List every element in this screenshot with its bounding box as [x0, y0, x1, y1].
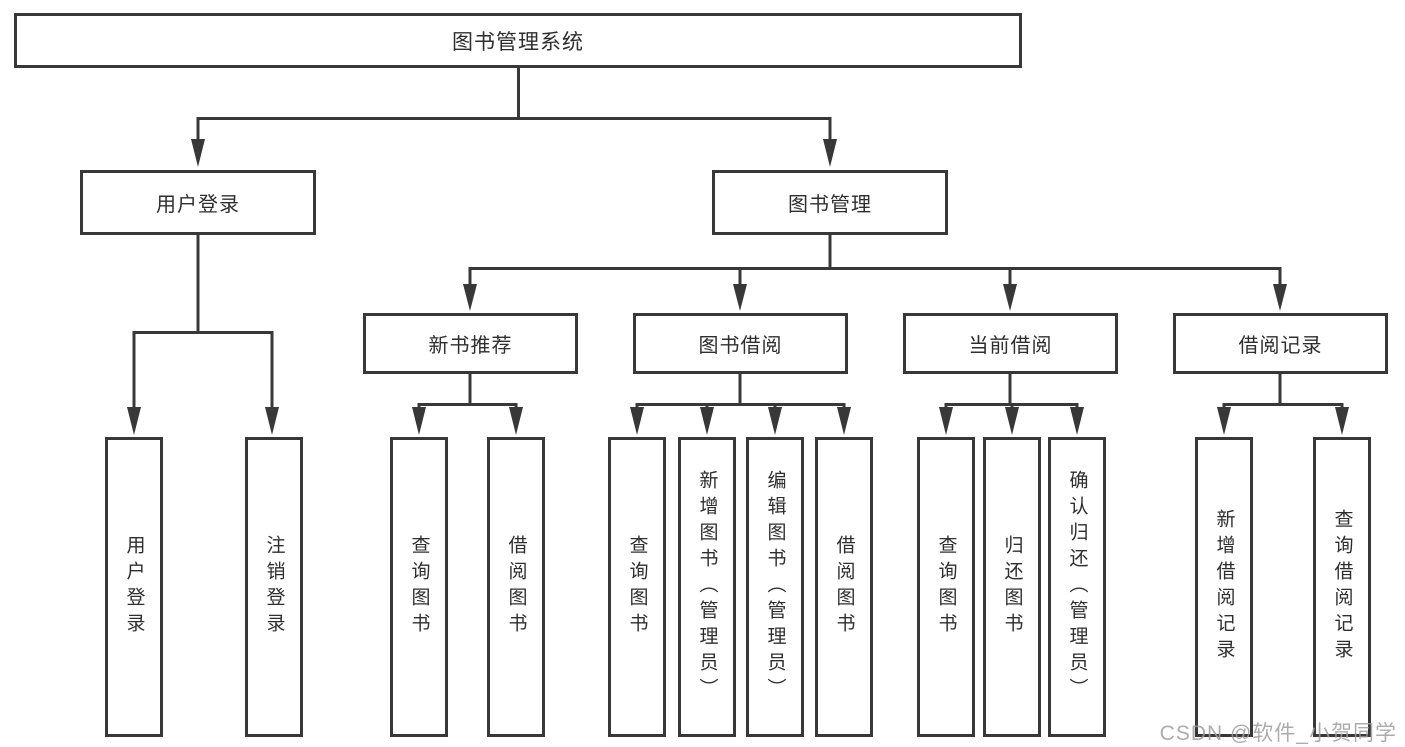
node-search-borrow-record: 查询借阅记录 [1313, 437, 1371, 737]
node-label: 借阅图书 [505, 535, 527, 639]
node-label: 查询图书 [408, 535, 430, 639]
node-label: 新书推荐 [428, 335, 513, 357]
node-add-books-admin: 新增图书（管理员） [678, 437, 736, 737]
node-user-login: 用户登录 [80, 170, 316, 235]
branch-new-book [417, 403, 518, 407]
node-label: 用户登录 [156, 194, 240, 216]
node-label: 借阅图书 [833, 535, 855, 639]
node-label: 查询图书 [935, 535, 957, 639]
node-search-books-recommend: 查询图书 [390, 437, 448, 737]
node-book-management: 图书管理 [712, 170, 948, 235]
node-return-books: 归还图书 [983, 437, 1041, 737]
node-borrow-books-recommend: 借阅图书 [487, 437, 545, 737]
node-label: 图书管理 [788, 194, 872, 216]
node-label: 归还图书 [1001, 535, 1023, 639]
node-label: 注销登录 [263, 535, 285, 639]
node-label: 借阅记录 [1238, 335, 1323, 357]
node-search-books-borrow: 查询图书 [608, 437, 666, 737]
csdn-watermark: CSDN @软件_小贺同学 [1159, 722, 1397, 745]
node-book-borrowing: 图书借阅 [633, 313, 848, 374]
node-label: 查询图书 [626, 535, 648, 639]
node-label: 确认归还（管理员） [1066, 470, 1088, 704]
node-label: 当前借阅 [968, 335, 1053, 357]
node-label: 编辑图书（管理员） [764, 470, 786, 704]
branch-book-borrow [635, 403, 846, 407]
node-edit-books-admin: 编辑图书（管理员） [746, 437, 804, 737]
node-logout-login: 注销登录 [245, 437, 303, 737]
node-new-book-recommendation: 新书推荐 [363, 313, 578, 374]
arrowheads [127, 139, 1349, 435]
branch-borrow-records [1222, 403, 1344, 407]
branch-level2 [196, 117, 832, 147]
node-borrow-books-leaf: 借阅图书 [815, 437, 873, 737]
node-label: 用户登录 [123, 535, 145, 639]
node-label: 查询借阅记录 [1331, 509, 1353, 665]
branch-level3 [468, 267, 1282, 284]
node-current-borrowing: 当前借阅 [903, 313, 1118, 374]
node-label: 新增借阅记录 [1213, 509, 1235, 665]
node-confirm-return-admin: 确认归还（管理员） [1048, 437, 1106, 737]
node-user-login-leaf: 用户登录 [105, 437, 163, 737]
node-borrowing-records: 借阅记录 [1173, 313, 1388, 374]
node-library-management-system: 图书管理系统 [14, 13, 1022, 68]
node-label: 新增图书（管理员） [696, 470, 718, 704]
node-add-borrow-record: 新增借阅记录 [1195, 437, 1253, 737]
node-label: 图书借阅 [698, 335, 783, 357]
node-label: 图书管理系统 [452, 30, 584, 54]
branch-user-login [132, 331, 274, 407]
node-search-books-current: 查询图书 [917, 437, 975, 737]
